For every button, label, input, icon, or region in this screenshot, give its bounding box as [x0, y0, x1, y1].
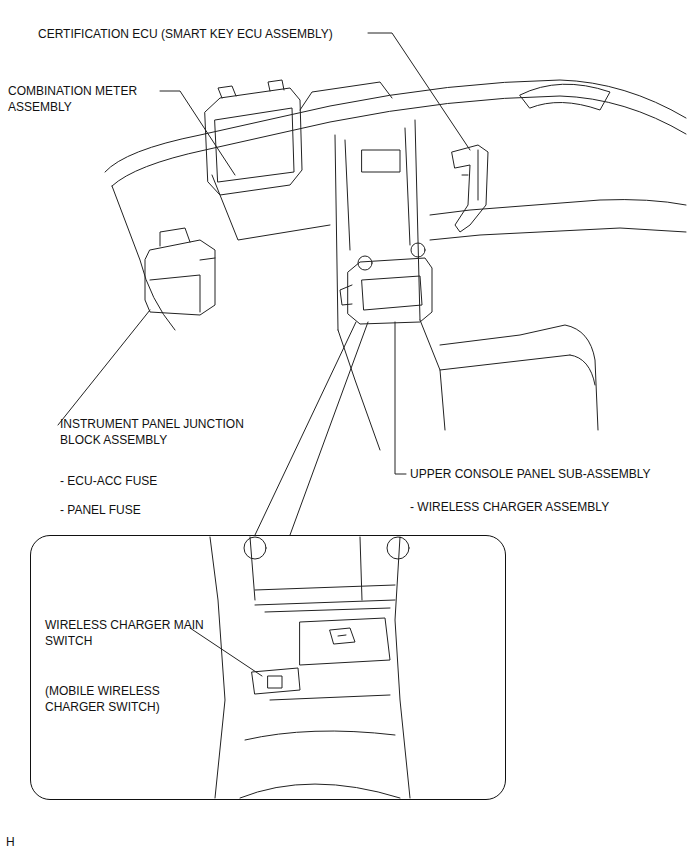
part-label: WIRELESS CHARGER MAIN SWITCH	[45, 617, 205, 649]
certification-ecu	[462, 150, 478, 200]
certification-ecu	[452, 145, 488, 232]
switch-button	[268, 676, 282, 688]
junction-block	[150, 228, 215, 312]
dashboard-outline	[212, 175, 330, 240]
wireless-charger	[300, 618, 390, 665]
side-vent	[520, 84, 610, 110]
console-box	[570, 355, 595, 385]
shelf	[255, 585, 395, 612]
part-label: - ECU-ACC FUSE	[60, 473, 157, 489]
leader-line	[58, 310, 150, 425]
combination-meter	[205, 88, 302, 195]
figure-code: H	[6, 834, 15, 850]
part-label: - PANEL FUSE	[60, 502, 141, 518]
part-label: COMBINATION METER ASSEMBLY	[8, 83, 168, 115]
knob	[411, 243, 425, 257]
combination-meter	[215, 108, 294, 182]
display-panel	[362, 150, 400, 172]
part-label: - WIRELESS CHARGER ASSEMBLY	[410, 499, 609, 515]
center-stack	[345, 128, 410, 250]
charger-icon	[330, 628, 355, 644]
knob	[358, 256, 372, 270]
wireless-charger	[340, 276, 422, 310]
center-stack	[210, 537, 410, 798]
dashboard-outline	[430, 228, 686, 240]
leader-line	[368, 33, 470, 150]
part-label: (MOBILE WIRELESS CHARGER SWITCH)	[45, 683, 205, 715]
part-label: UPPER CONSOLE PANEL SUB-ASSEMBLY	[410, 466, 651, 482]
part-label: INSTRUMENT PANEL JUNCTION BLOCK ASSEMBLY	[60, 416, 275, 448]
leader-line	[160, 91, 235, 175]
defroster-vent	[300, 82, 392, 110]
leader-line	[255, 322, 368, 535]
console	[338, 320, 445, 450]
knob	[244, 537, 266, 559]
dashboard-outline	[105, 80, 686, 172]
console-box	[440, 325, 598, 430]
wireless-charger-switch	[252, 668, 300, 694]
leader-line	[190, 628, 262, 676]
inset-frame: WIRELESS CHARGER MAIN SWITCH (MOBILE WIRE…	[30, 535, 506, 800]
part-label: CERTIFICATION ECU (SMART KEY ECU ASSEMBL…	[38, 26, 333, 42]
console	[240, 695, 400, 798]
meter-bracket	[218, 80, 284, 98]
knob	[387, 537, 409, 559]
leader-line	[395, 322, 406, 474]
upper-console-panel	[348, 258, 432, 324]
dashboard-outline	[112, 186, 175, 330]
